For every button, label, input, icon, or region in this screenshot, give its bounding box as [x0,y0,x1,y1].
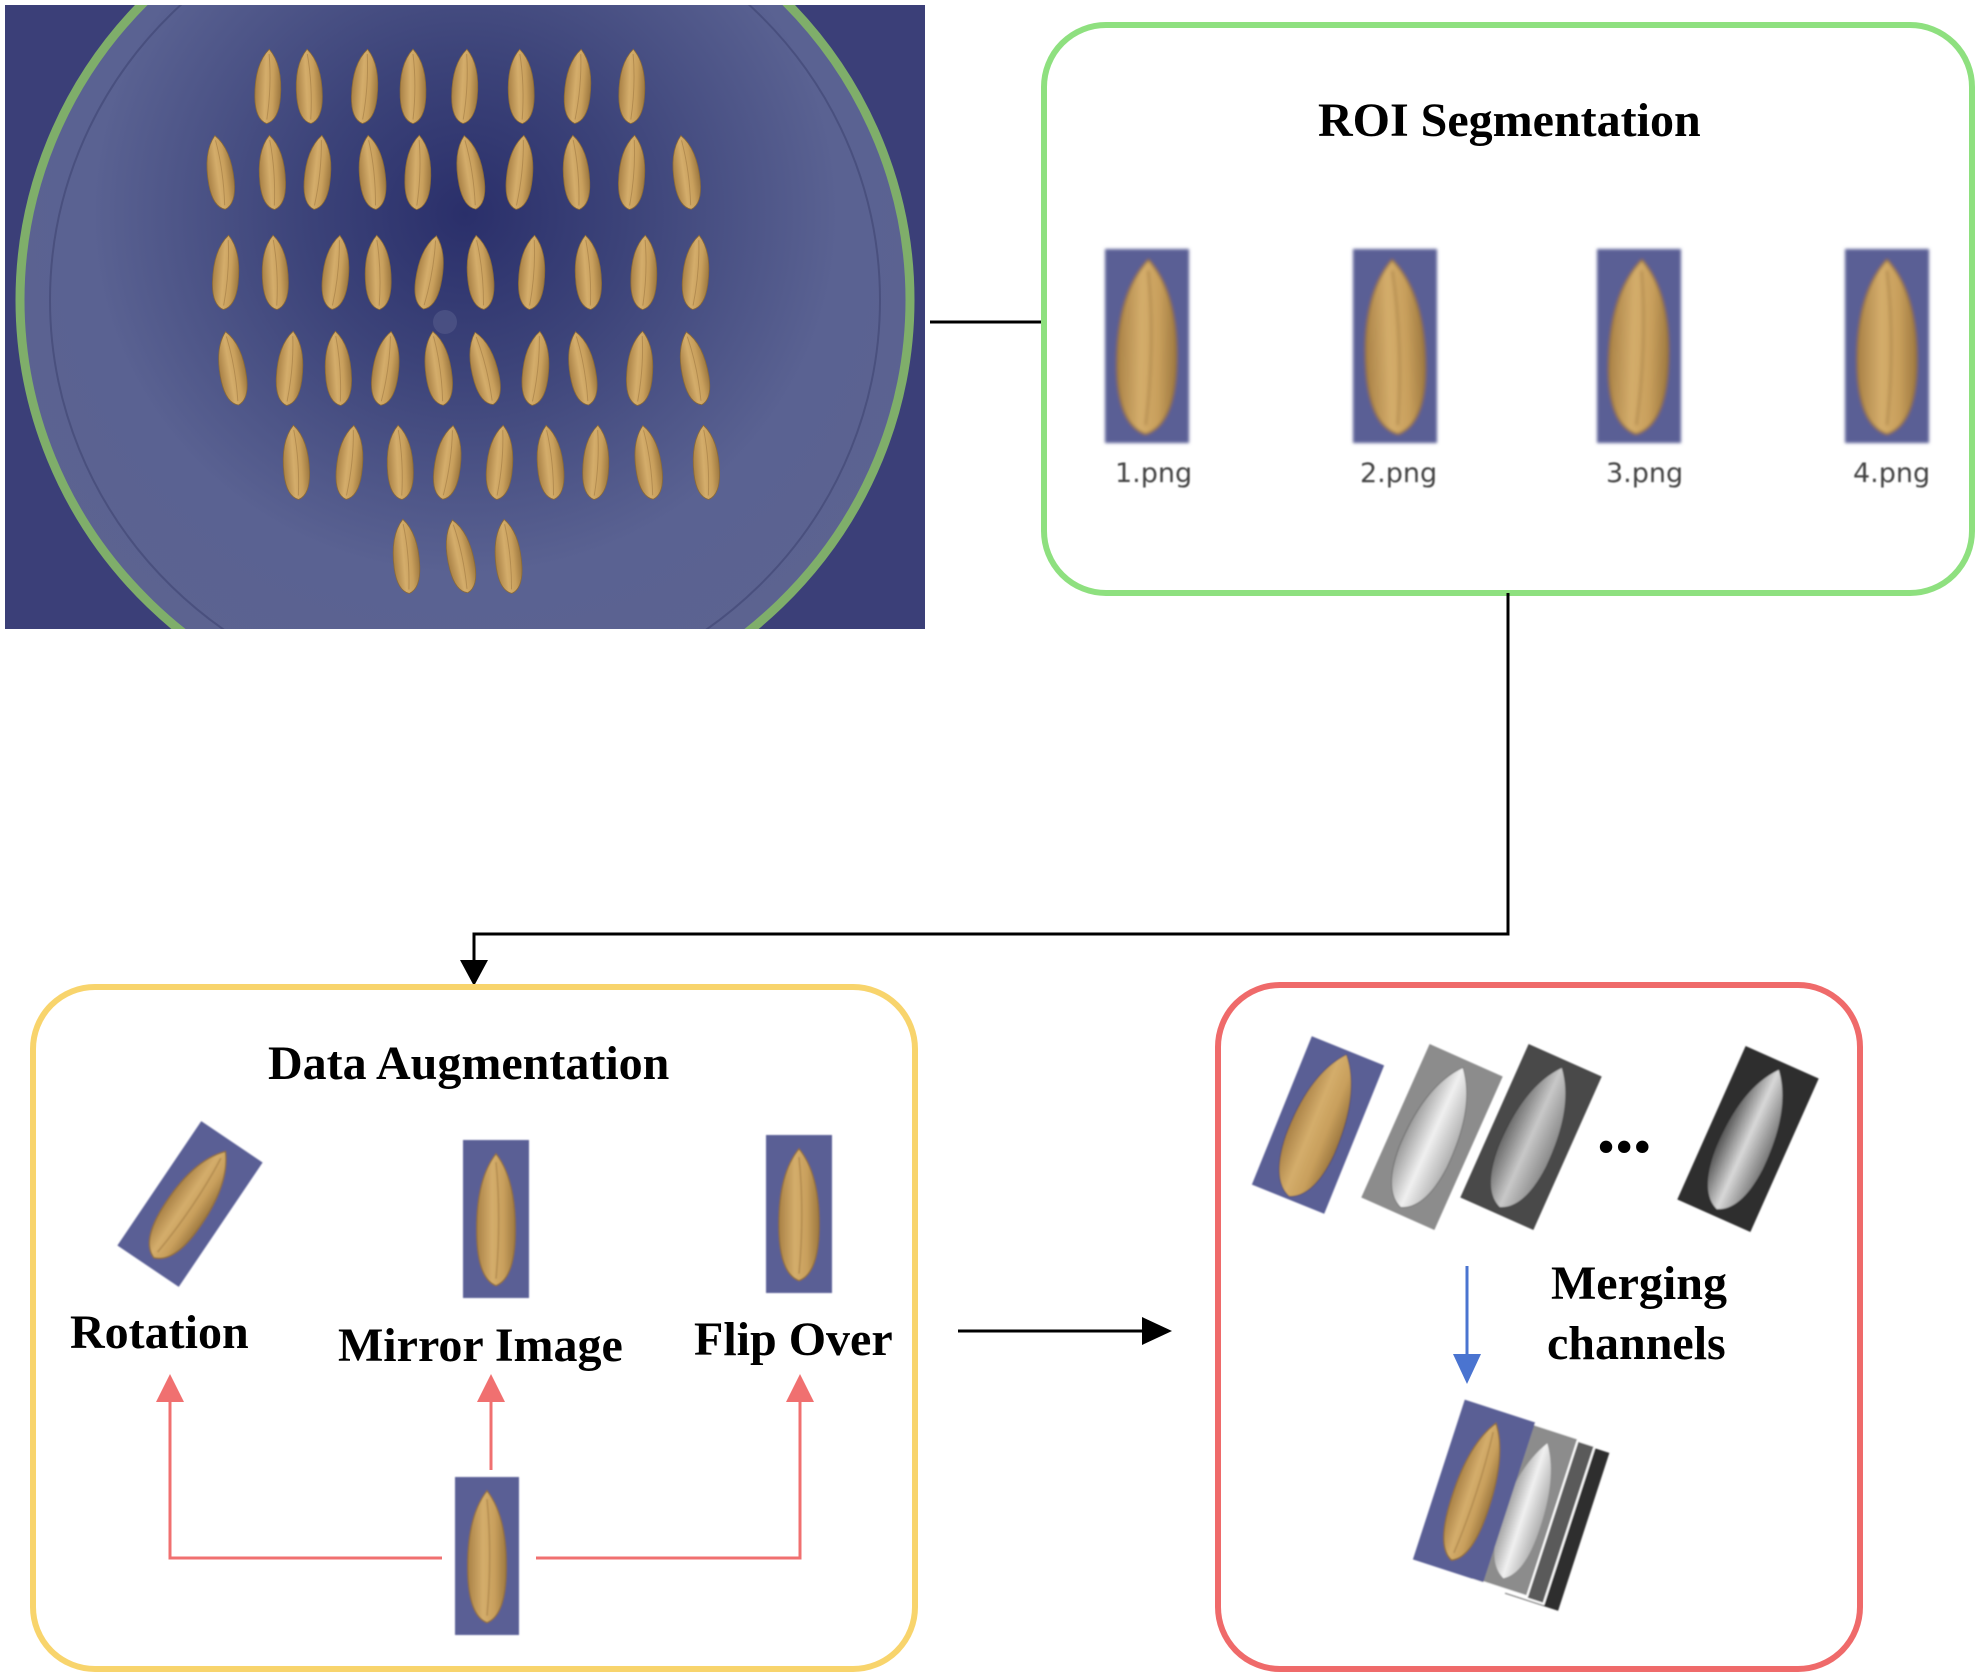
roi-segmentation-title: ROI Segmentation [1318,94,1701,147]
data-augmentation-title: Data Augmentation [268,1037,670,1090]
arrowhead-flip-over [786,1374,814,1402]
roi-crop-3 [1597,249,1681,443]
merge-ellipsis: ••• [1598,1121,1653,1172]
augmentation-images [117,1121,832,1635]
roi-file-label-1: 1.png [1115,458,1193,489]
merge-images [1251,1036,1819,1611]
roi-file-label-2: 2.png [1360,458,1438,489]
rice-tray-photo [5,5,925,629]
channel-rgb [1251,1036,1385,1214]
arrowhead-rotation [156,1374,184,1402]
channel-grey-last [1677,1045,1819,1233]
mirror-image [463,1140,529,1298]
roi-crop-2 [1353,249,1437,443]
arrow-to-rotation [168,1390,442,1560]
arrowhead-mirror-image [477,1374,505,1402]
flip-over-image [766,1135,832,1293]
rotation-label: Rotation [70,1306,249,1359]
channel-grey-1 [1361,1043,1503,1231]
source-grain-image [455,1477,519,1635]
blue-merge-arrowhead [1453,1354,1481,1384]
channels-label: channels [1547,1317,1726,1370]
merging-label: Merging [1551,1257,1727,1310]
roi-file-label-4: 4.png [1853,458,1931,489]
roi-crop-1 [1105,249,1189,443]
channel-grey-2 [1460,1043,1602,1231]
arrowhead-augmentation-to-merge [1142,1317,1172,1345]
roi-crops [1105,249,1929,443]
connector-roi-to-augmentation [472,593,1510,968]
mirror-image-label: Mirror Image [338,1319,623,1372]
roi-crop-4 [1845,249,1929,443]
merged-channel-stack [1412,1399,1610,1611]
arrow-to-flip-over [536,1390,802,1560]
flip-over-label: Flip Over [694,1313,893,1366]
arrowhead-roi-to-augmentation [460,960,488,986]
rotation-image [117,1121,263,1287]
roi-file-label-3: 3.png [1606,458,1684,489]
